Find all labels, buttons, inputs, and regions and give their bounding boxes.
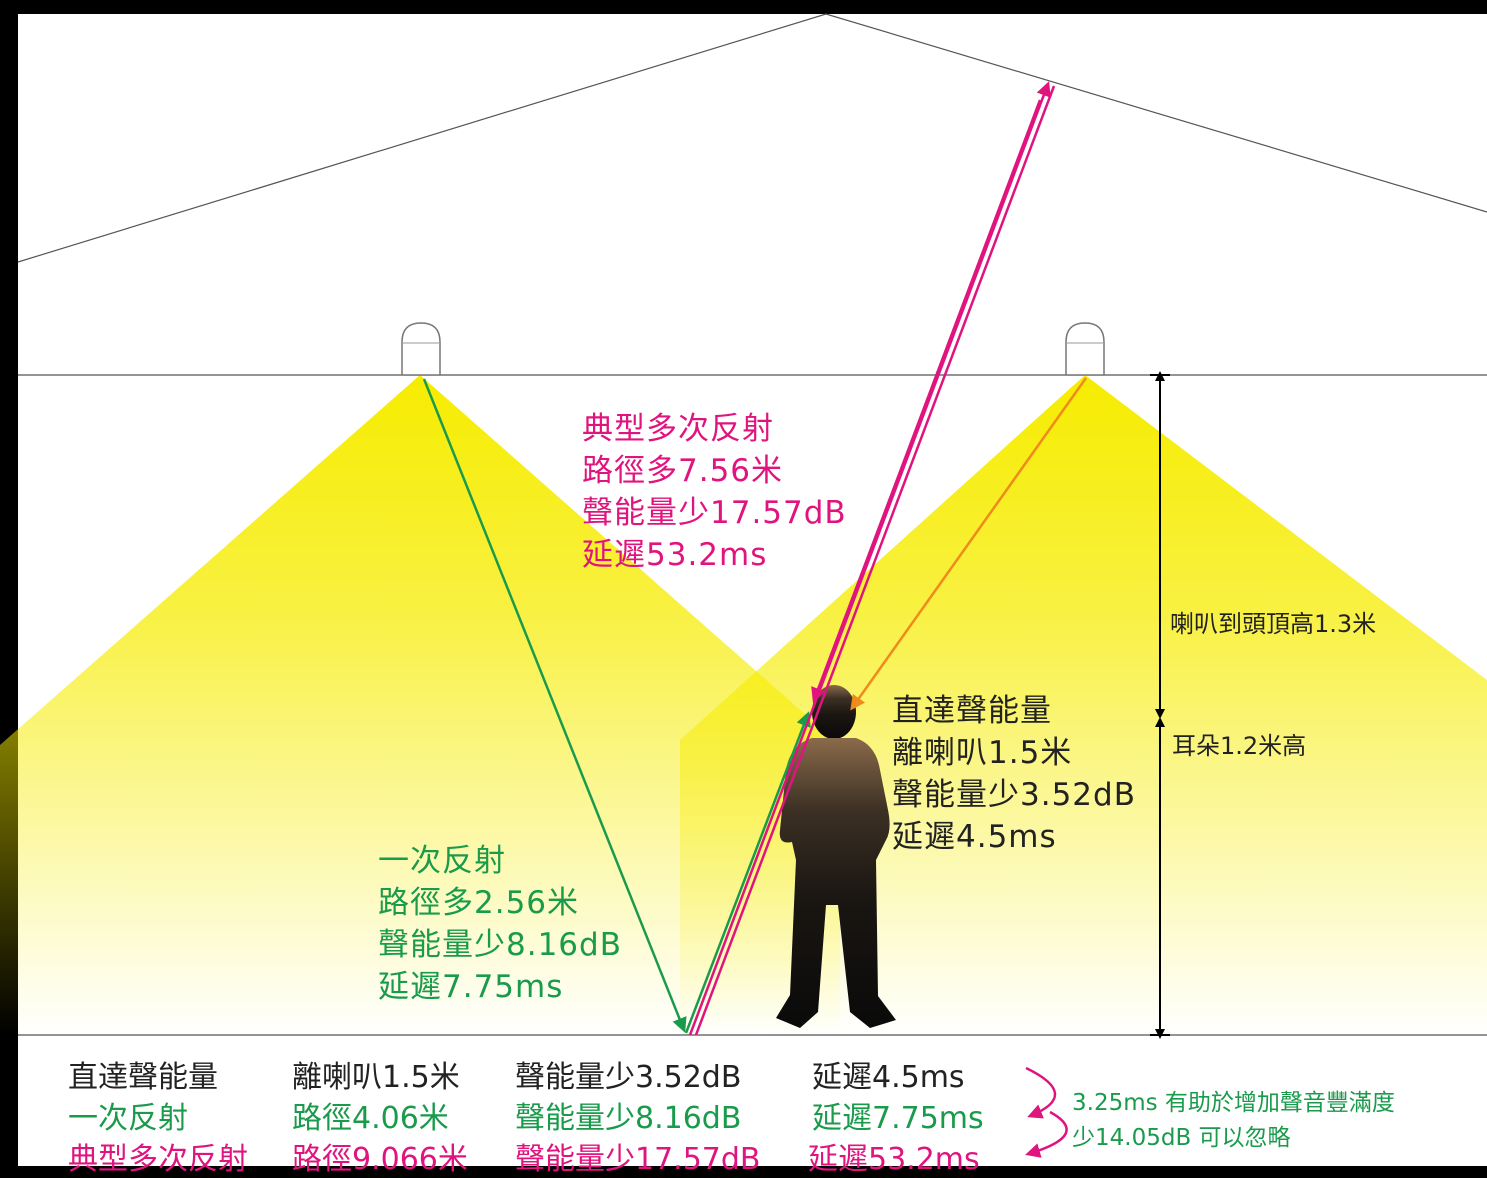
- speaker-cone-left: [0, 375, 840, 1035]
- row-first-path: 路徑4.06米: [292, 1101, 449, 1136]
- speaker-right-icon: [1065, 322, 1105, 376]
- first-reflection-title: 一次反射: [378, 843, 506, 879]
- speaker-cone-right: [680, 375, 1487, 1035]
- note-fullness: 3.25ms 有助於增加聲音豐滿度: [1072, 1090, 1395, 1116]
- direct-sound-energy: 聲能量少3.52dB: [892, 777, 1136, 813]
- note-ignore: 少14.05dB 可以忽略: [1072, 1125, 1291, 1151]
- multi-reflection-path: 路徑多7.56米: [582, 453, 784, 489]
- multi-reflection-energy: 聲能量少17.57dB: [582, 495, 847, 531]
- note-bracket-lower: [1025, 1110, 1068, 1158]
- multi-reflection-title: 典型多次反射: [582, 411, 774, 447]
- first-reflection-ray: [684, 711, 811, 1034]
- direct-sound-delay: 延遲4.5ms: [892, 819, 1057, 855]
- ear-height-label: 耳朵1.2米高: [1172, 732, 1307, 760]
- first-reflection-delay: 延遲7.75ms: [378, 969, 564, 1005]
- row-multi-path: 路徑9.066米: [292, 1142, 468, 1177]
- multi-reflection-label: 典型多次反射 路徑多7.56米 聲能量少17.57dB 延遲53.2ms: [582, 408, 847, 576]
- speaker-left-icon: [401, 322, 441, 376]
- multi-reflection-up: [688, 81, 1051, 1036]
- multi-reflection-down: [811, 99, 1042, 703]
- note-bracket-upper: [1025, 1066, 1057, 1119]
- direct-sound-title: 直達聲能量: [892, 693, 1052, 729]
- row-multi-delay: 延遲53.2ms: [808, 1142, 980, 1177]
- row-direct-delay: 延遲4.5ms: [812, 1060, 965, 1095]
- direct-sound-ray: [850, 377, 1088, 711]
- row-direct-name: 直達聲能量: [68, 1060, 218, 1095]
- row-multi-name: 典型多次反射: [68, 1142, 248, 1177]
- roof-outline: [17, 13, 1487, 263]
- first-reflection-label: 一次反射 路徑多2.56米 聲能量少8.16dB 延遲7.75ms: [378, 840, 622, 1008]
- row-first-energy: 聲能量少8.16dB: [515, 1101, 742, 1136]
- first-reflection-energy: 聲能量少8.16dB: [378, 927, 622, 963]
- speaker-height-label: 喇叭到頭頂高1.3米: [1170, 610, 1377, 638]
- row-first-name: 一次反射: [68, 1101, 188, 1136]
- direct-sound-distance: 離喇叭1.5米: [892, 735, 1073, 771]
- direct-sound-label: 直達聲能量 離喇叭1.5米 聲能量少3.52dB 延遲4.5ms: [892, 690, 1136, 858]
- row-direct-path: 離喇叭1.5米: [292, 1060, 460, 1095]
- first-reflection-incident: [422, 378, 687, 1033]
- row-first-delay: 延遲7.75ms: [812, 1101, 984, 1136]
- row-direct-energy: 聲能量少3.52dB: [515, 1060, 742, 1095]
- row-multi-energy: 聲能量少17.57dB: [515, 1142, 761, 1177]
- first-reflection-path: 路徑多2.56米: [378, 885, 580, 921]
- multi-reflection-down-a: [694, 85, 1056, 1036]
- multi-reflection-delay: 延遲53.2ms: [582, 537, 768, 573]
